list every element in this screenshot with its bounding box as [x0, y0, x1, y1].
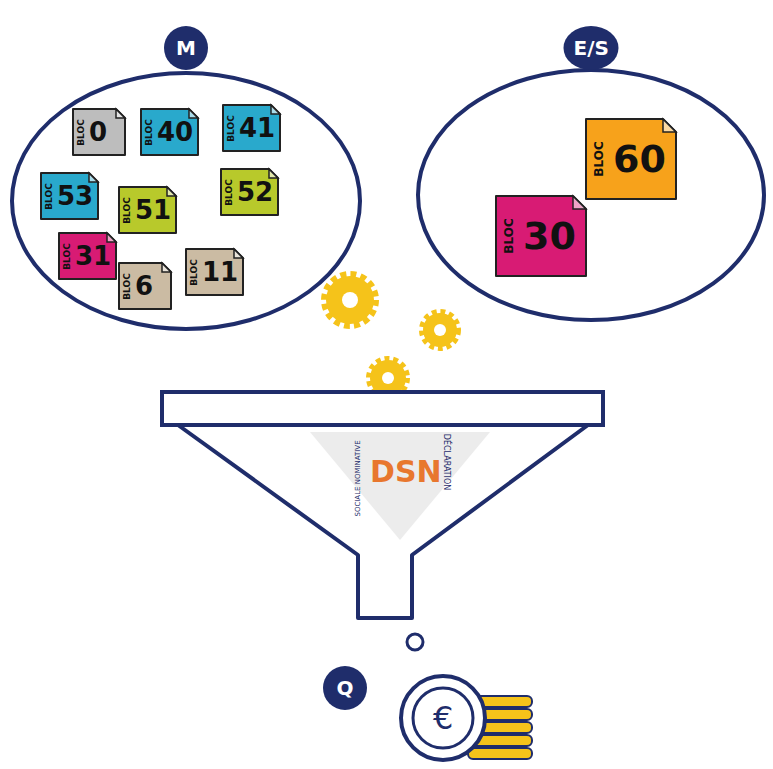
group-outline — [12, 73, 360, 329]
bloc-word: BLOC — [62, 243, 71, 270]
folded-corner — [107, 233, 116, 242]
folded-corner — [116, 109, 125, 118]
logo-triangle — [310, 432, 490, 540]
group-badge-label: M — [176, 38, 196, 58]
bloc-document: BLOC 6 — [118, 262, 172, 310]
bloc-number: 6 — [135, 273, 153, 299]
bloc-word: BLOC — [144, 119, 153, 146]
paper-sheet — [496, 196, 586, 276]
folded-corner — [573, 196, 586, 209]
coin: Q€ — [318, 660, 553, 765]
bloc-document: BLOC 41 — [222, 104, 281, 152]
paper-sheet — [41, 173, 98, 219]
group-circle: BLOC0BLOC40BLOC41BLOC53BLOC51BLOC52BLOC3… — [8, 20, 364, 334]
bloc-word: BLOC — [122, 273, 131, 300]
group-outline — [418, 70, 764, 320]
bloc-document: BLOC 31 — [58, 232, 117, 280]
funnel: DÉCLARATION SOCIALE NOMINATIVE DSN — [160, 390, 605, 630]
paper-sheet — [221, 169, 278, 215]
bloc-word: BLOC — [44, 183, 53, 210]
paper-sheet — [186, 249, 243, 295]
funnel-body — [178, 425, 588, 618]
currency-symbol: € — [433, 702, 453, 734]
folded-corner — [189, 109, 198, 118]
logo-acronym: DSN — [370, 457, 442, 487]
bloc-number: 60 — [613, 140, 666, 178]
paper-sheet — [223, 105, 280, 151]
bloc-word: BLOC — [502, 218, 514, 253]
coin-stack — [468, 748, 532, 759]
bloc-document: BLOC 60 — [585, 118, 677, 200]
bloc-document: BLOC 53 — [40, 172, 99, 220]
bloc-document: BLOC 0 — [72, 108, 126, 156]
paper-sheet — [119, 263, 171, 309]
badge-label: Q — [337, 678, 354, 698]
bloc-document: BLOC 11 — [185, 248, 244, 296]
gear — [423, 313, 457, 347]
bloc-document: BLOC 30 — [495, 195, 587, 277]
paper-sheet — [119, 187, 176, 233]
bloc-number: 52 — [237, 179, 273, 205]
folded-corner — [167, 187, 176, 196]
bloc-number: 51 — [135, 197, 171, 223]
bloc-number: 40 — [157, 119, 193, 145]
badge — [323, 666, 367, 710]
bloc-number: 11 — [202, 259, 238, 285]
logo-text: SOCIALE NOMINATIVE — [355, 440, 362, 516]
bloc-document: BLOC 51 — [118, 186, 177, 234]
group-badge-label: E/S — [574, 38, 609, 58]
logo-text: DÉCLARATION — [442, 434, 450, 491]
folded-corner — [269, 169, 278, 178]
bloc-number: 31 — [75, 243, 111, 269]
folded-corner — [663, 119, 676, 132]
bloc-word: BLOC — [226, 115, 235, 142]
bloc-number: 0 — [89, 119, 107, 145]
badge — [164, 26, 208, 70]
folded-corner — [271, 105, 280, 114]
folded-corner — [234, 249, 243, 258]
paper-sheet — [141, 109, 198, 155]
coin-ring — [413, 688, 473, 748]
group-circle: BLOC60BLOC30E/S — [412, 20, 772, 325]
bloc-number: 53 — [57, 183, 93, 209]
bloc-document: BLOC 40 — [140, 108, 199, 156]
badge — [564, 26, 619, 70]
gear — [326, 276, 374, 324]
folded-corner — [162, 263, 171, 272]
bloc-word: BLOC — [122, 197, 131, 224]
bloc-word: BLOC — [76, 119, 85, 146]
bloc-word: BLOC — [189, 259, 198, 286]
bloc-word: BLOC — [592, 141, 604, 176]
paper-sheet — [59, 233, 116, 279]
coin — [401, 676, 485, 760]
funnel-rim — [162, 392, 603, 425]
node-shape — [160, 390, 605, 630]
bloc-number: 30 — [523, 217, 576, 255]
paper-sheet — [586, 119, 676, 199]
bloc-word: BLOC — [224, 179, 233, 206]
paper-sheet — [73, 109, 125, 155]
bubble — [407, 634, 423, 650]
bloc-number: 41 — [239, 115, 275, 141]
folded-corner — [89, 173, 98, 182]
bloc-document: BLOC 52 — [220, 168, 279, 216]
